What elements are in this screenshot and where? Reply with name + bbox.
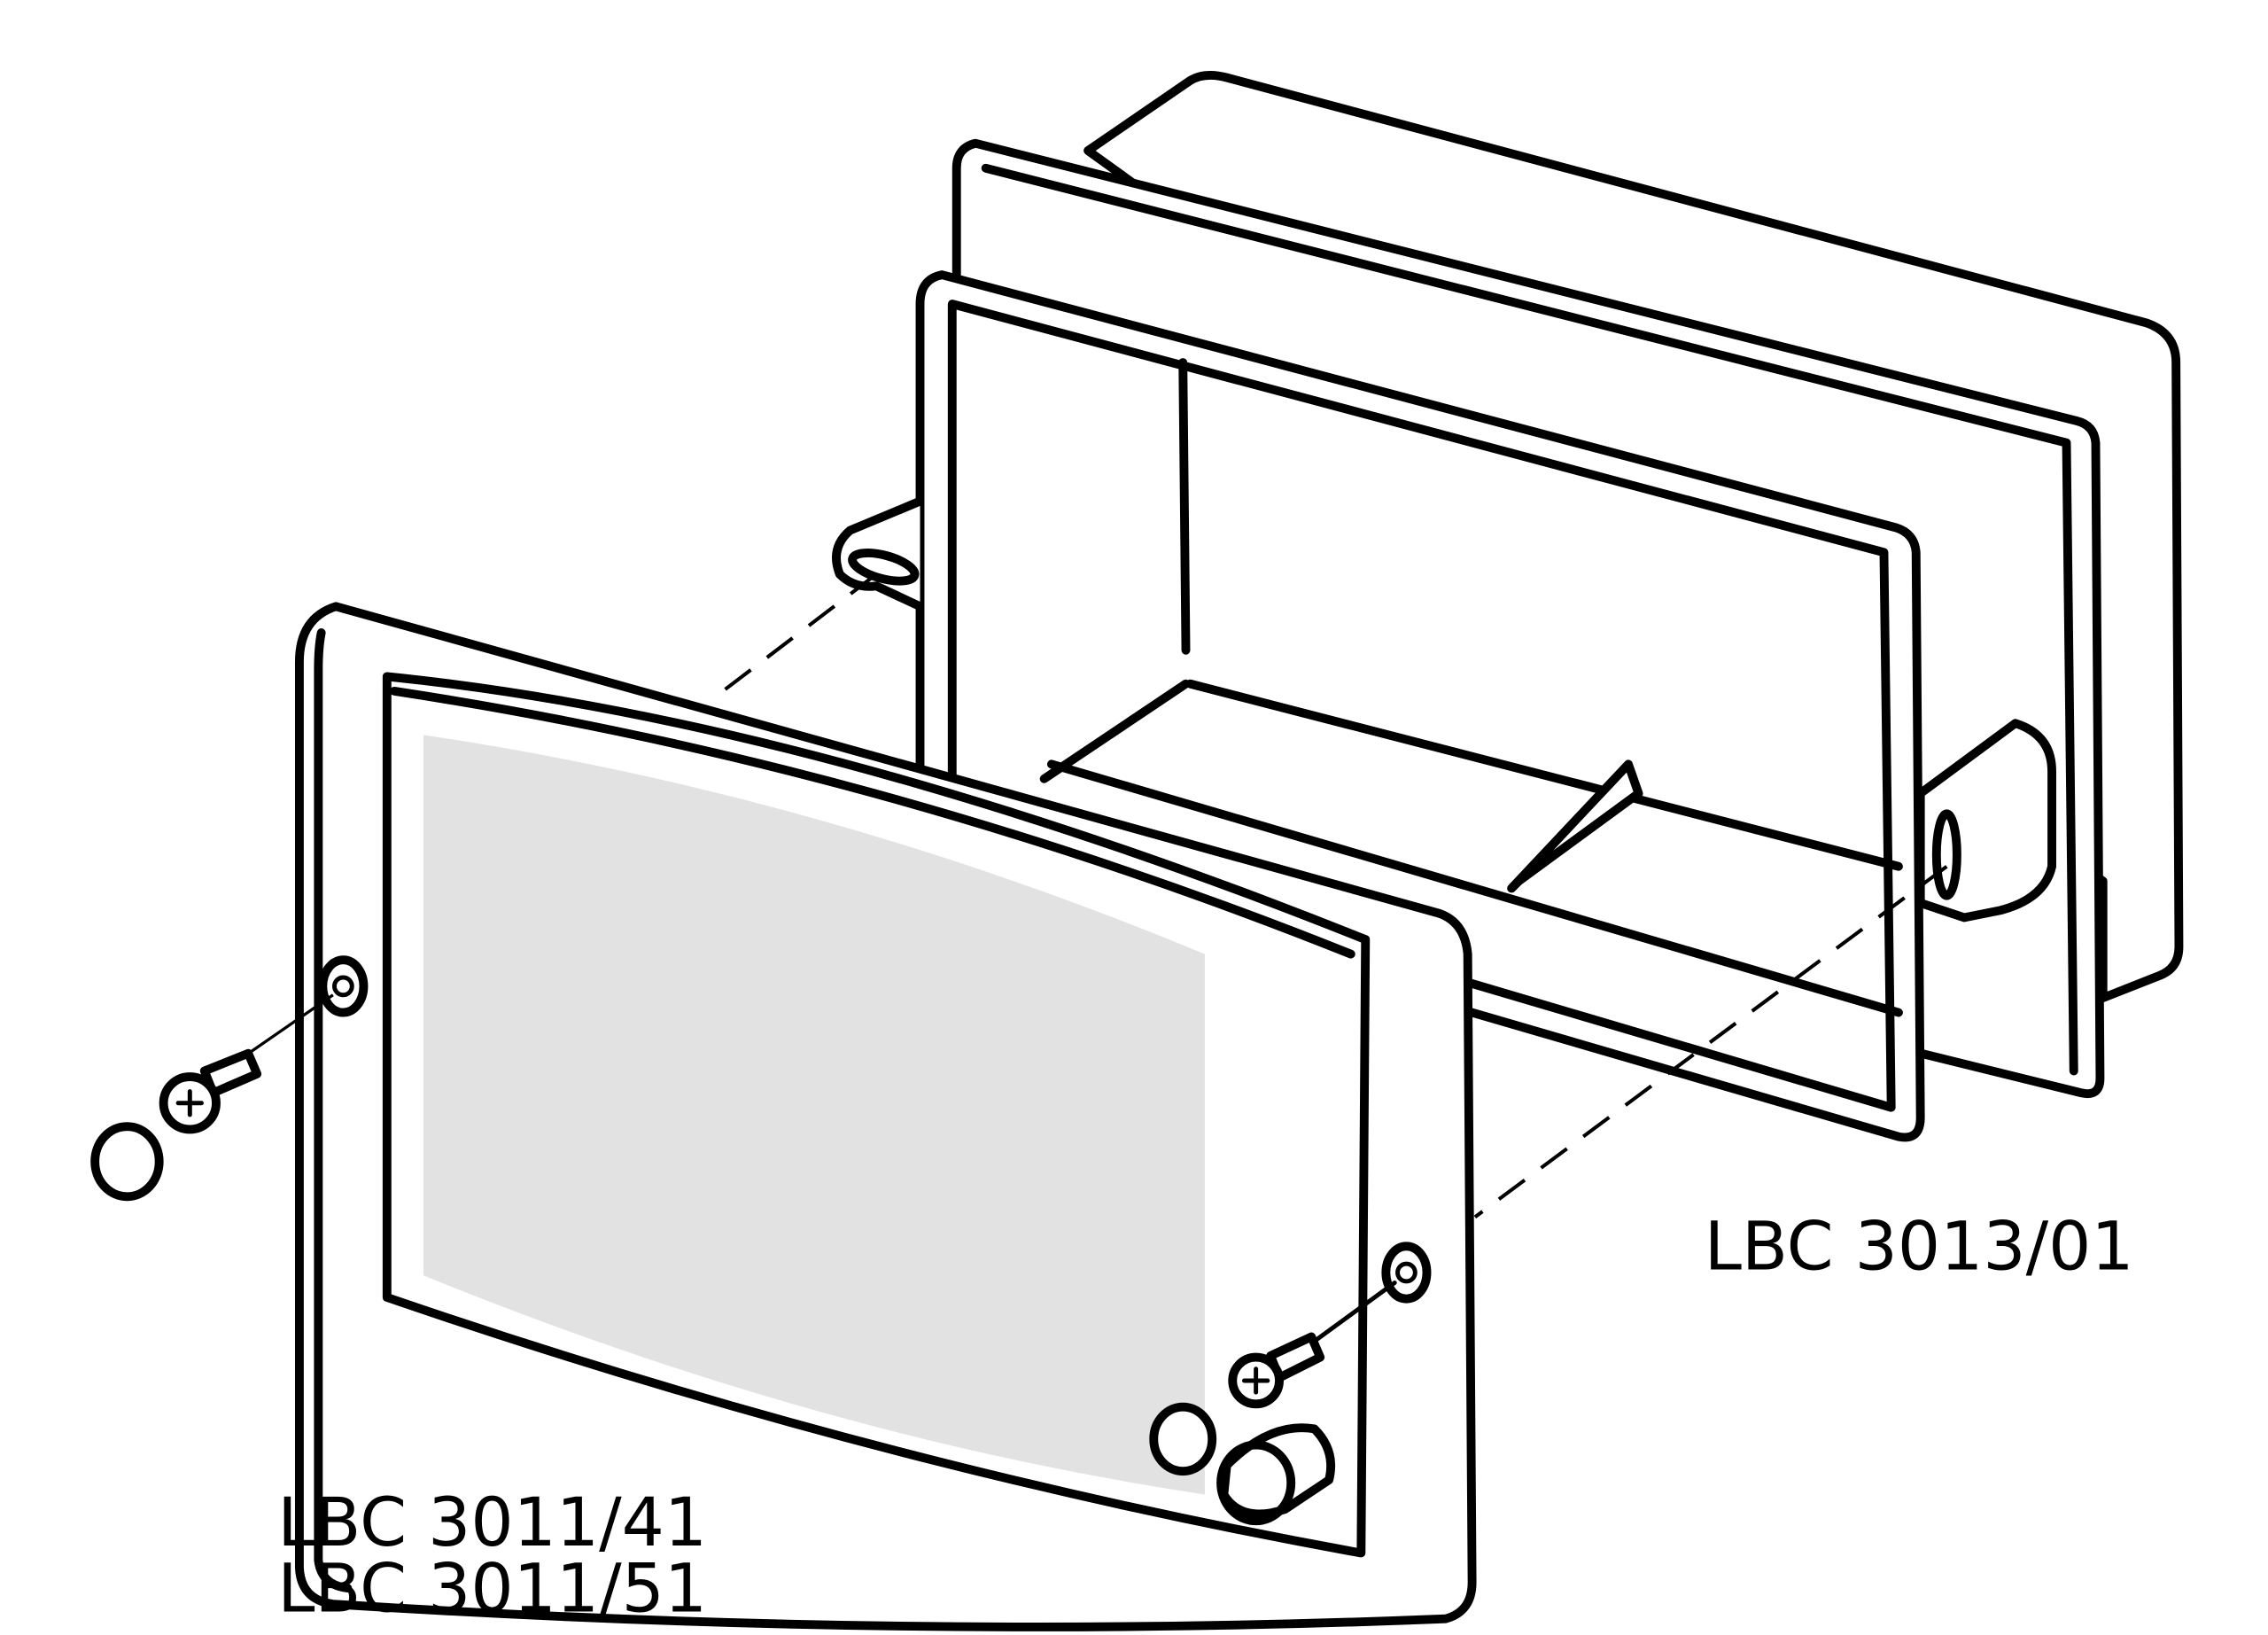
front-panel bbox=[294, 602, 1477, 1631]
hardware bbox=[90, 993, 1397, 1409]
control-knob-small bbox=[1149, 1402, 1217, 1476]
label-front-panel-41: LBC 3011/41 bbox=[277, 1483, 707, 1561]
grille bbox=[423, 735, 1205, 1495]
label-front-panel-51: LBC 3011/51 bbox=[277, 1549, 707, 1627]
screw-hole-right bbox=[1381, 1242, 1432, 1304]
label-back-box: LBC 3013/01 bbox=[1705, 1208, 2134, 1286]
screw-hole-left bbox=[318, 955, 369, 1017]
screw-icon bbox=[1228, 1332, 1325, 1409]
screw-cap-left bbox=[90, 1122, 164, 1202]
box-rib bbox=[1507, 759, 1643, 893]
screw-icon bbox=[159, 1048, 262, 1134]
